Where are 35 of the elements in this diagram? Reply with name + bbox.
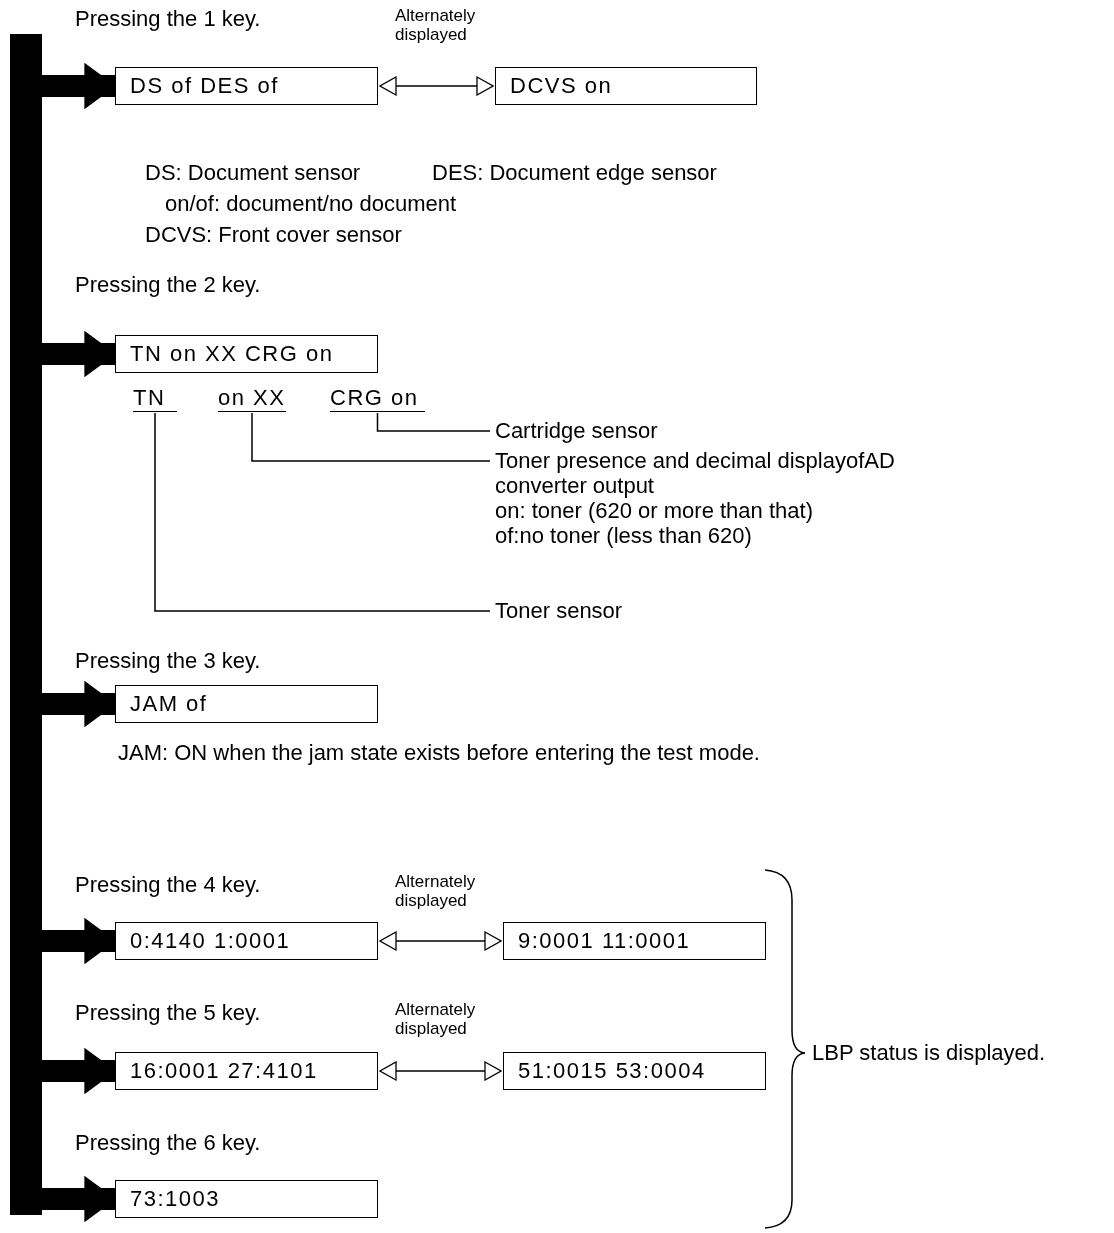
double-arrow [379,1061,502,1081]
display-panel: 0:4140 1:0001 [115,922,378,960]
status-note: LBP status is displayed. [812,1040,1046,1066]
double-arrow [379,76,494,96]
description-text: Cartridge sensor [495,418,658,444]
abbreviation-note: DCVS: Front cover sensor [145,222,402,248]
explanation-note: JAM: ON when the jam state exists before entering the test mode. [118,740,760,766]
display-panel: JAM of [115,685,378,723]
display-panel: 73:1003 [115,1180,378,1218]
description-text: on: toner (620 or more than that) [495,498,814,523]
part-name: on XX [218,385,286,412]
part-name: CRG on [330,385,425,412]
key-caption: Pressing the 1 key. [75,6,261,32]
double-arrow [379,931,502,951]
key-caption: Pressing the 4 key. [75,872,261,898]
description-text: Toner sensor [495,598,623,624]
part-name: TN [133,385,177,412]
description-text: of:no toner (less than 620) [495,523,753,548]
display-panel: TN on XX CRG on [115,335,378,373]
display-panel: 16:0001 27:4101 [115,1052,378,1090]
key-caption: Pressing the 5 key. [75,1000,261,1026]
display-panel: DCVS on [495,67,757,105]
leader-line [251,412,491,462]
abbreviation-note: on/of: document/no document [165,191,457,217]
leader-line [376,412,491,432]
display-panel: DS of DES of [115,67,378,105]
key-caption: Pressing the 6 key. [75,1130,261,1156]
display-panel: 51:0015 53:0004 [503,1052,766,1090]
trunk-line [10,34,42,1215]
abbreviation-note: DS: Document sensor [145,160,361,186]
abbreviation-note: DES: Document edge sensor [432,160,717,186]
leader-line [154,412,491,612]
key-caption: Pressing the 3 key. [75,648,261,674]
key-caption: Pressing the 2 key. [75,272,261,298]
display-panel: 9:0001 11:0001 [503,922,766,960]
